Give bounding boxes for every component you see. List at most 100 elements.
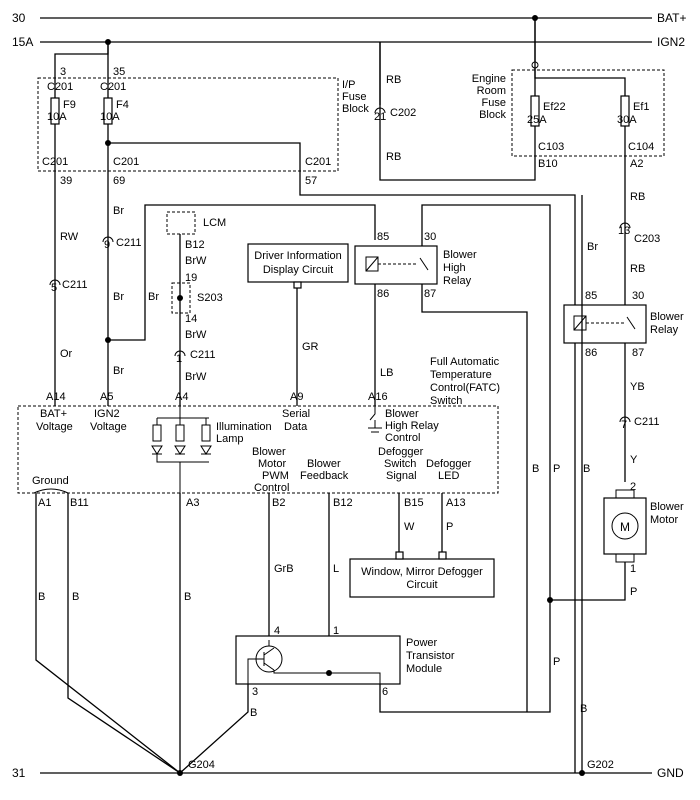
fatc-bhr-control: High Relay	[385, 420, 439, 432]
connector-label: C201	[42, 156, 68, 168]
pin-label: 7	[621, 419, 627, 431]
wire-color-label: B	[250, 707, 257, 719]
wire-color-label: BrW	[185, 371, 207, 383]
fuse-ef1	[620, 95, 630, 127]
wire-color-label: YB	[630, 381, 645, 393]
pin-label: A13	[446, 497, 466, 509]
pin-label: 87	[424, 288, 436, 300]
ground-bridge	[33, 488, 69, 494]
dic-label: Display Circuit	[263, 264, 333, 276]
fuse-ef1-name: Ef1	[633, 101, 650, 113]
wire-color-label: P	[553, 656, 560, 668]
fatc-serial-data: Serial	[282, 408, 310, 420]
wire-ef1-feed	[534, 68, 626, 200]
pin-label: A14	[46, 391, 66, 403]
lamp-bus	[157, 406, 209, 419]
ptm-box	[235, 635, 401, 685]
fatc-module-outline	[17, 405, 499, 494]
connector-c211-symbol	[619, 416, 631, 423]
ip-fuse-block-title: Fuse	[342, 91, 366, 103]
engine-fuse-block-title: Room	[477, 85, 506, 97]
wire-color-label: RB	[630, 191, 645, 203]
pin-label: 39	[60, 175, 72, 187]
fatc-feedback-label: Blower	[307, 458, 341, 470]
pin-label: B12	[333, 497, 353, 509]
illumination-lamp-label: Illumination	[216, 421, 272, 433]
wire-color-label: BrW	[185, 255, 207, 267]
fatc-defog-switch-label: Defogger	[378, 446, 424, 458]
pin-label: A16	[368, 391, 388, 403]
fatc-serial-data: Data	[284, 421, 308, 433]
lamp-return	[156, 454, 209, 493]
pin-label: B2	[272, 497, 285, 509]
fuse-f4-rating: 10A	[100, 111, 120, 123]
wire-color-label: GR	[302, 341, 319, 353]
connector-label: C201	[47, 81, 73, 93]
fatc-title: Switch	[430, 395, 462, 407]
pin-label: A1	[38, 497, 51, 509]
connector-label: C211	[116, 237, 141, 249]
blower-high-relay-label: Blower	[443, 249, 477, 261]
wire-color-label: B	[583, 463, 590, 475]
ip-fuse-block-title: Block	[342, 103, 369, 115]
pin-label: 21	[374, 111, 386, 123]
wire-ptm-6	[379, 684, 527, 713]
wire-color-label: B	[72, 591, 79, 603]
wire-color-label: Br	[113, 205, 124, 217]
engine-fuse-block-title: Fuse	[482, 97, 506, 109]
illumination-lamp-1	[151, 418, 163, 455]
connector-label: C104	[628, 141, 654, 153]
rail-bat-label: BAT+	[657, 11, 686, 25]
fuse-ef1-rating: 30A	[617, 114, 637, 126]
pin-label: 14	[185, 313, 197, 325]
rail-30-label: 30	[12, 11, 26, 25]
pin-label: 2	[630, 481, 636, 493]
wire-color-label: RB	[386, 151, 401, 163]
pin-label: A4	[175, 391, 188, 403]
pin-label: 85	[585, 290, 597, 302]
connector-label: C202	[390, 107, 416, 119]
pin-label: 30	[424, 231, 436, 243]
pin-label: A9	[290, 391, 303, 403]
pin-label: 85	[377, 231, 389, 243]
fuse-f4-name: F4	[116, 99, 129, 111]
transistor-symbol	[258, 647, 275, 671]
motor-brush-top	[615, 489, 635, 499]
pin-label: A3	[186, 497, 199, 509]
defogger-pin	[395, 551, 404, 560]
wire-color-label: RW	[60, 231, 79, 243]
pin-label: 35	[113, 66, 125, 78]
connector-label: C201	[100, 81, 126, 93]
pin-label: 1	[176, 353, 182, 365]
wire-color-label: Y	[630, 454, 638, 466]
fatc-bhr-control: Control	[385, 432, 420, 444]
splice-s203	[177, 295, 183, 301]
fatc-ign-voltage: Voltage	[90, 421, 127, 433]
connector-label: C201	[305, 156, 331, 168]
pin-label: 30	[632, 290, 644, 302]
pin-label: 4	[274, 625, 280, 637]
rail-31-label: 31	[12, 766, 26, 780]
connector-c211-symbol	[49, 279, 61, 286]
rail-15a-label: 15A	[12, 35, 33, 49]
fatc-defog-switch-label: Signal	[386, 470, 417, 482]
wire-relay-30-b	[421, 204, 551, 600]
ground-g202-label: G202	[587, 759, 614, 771]
transistor-leads	[247, 640, 270, 684]
wire-motor-p	[550, 562, 626, 601]
wire-ground-a1	[35, 493, 181, 774]
ground-g204-label: G204	[188, 759, 215, 771]
splice-label: S203	[197, 292, 223, 304]
s203-box	[171, 282, 191, 314]
motor-symbol	[611, 512, 639, 540]
defogger-circuit-label: Circuit	[406, 579, 437, 591]
pin-label: B12	[185, 239, 205, 251]
pin-label: 1	[333, 625, 339, 637]
engine-fuse-block-title: Engine	[472, 73, 506, 85]
connector-label: C211	[190, 349, 215, 361]
wire-color-label: Br	[113, 291, 124, 303]
fatc-defog-switch-label: Switch	[384, 458, 416, 470]
fuse-ef22	[530, 95, 540, 127]
fatc-pwm-label: Blower	[252, 446, 286, 458]
